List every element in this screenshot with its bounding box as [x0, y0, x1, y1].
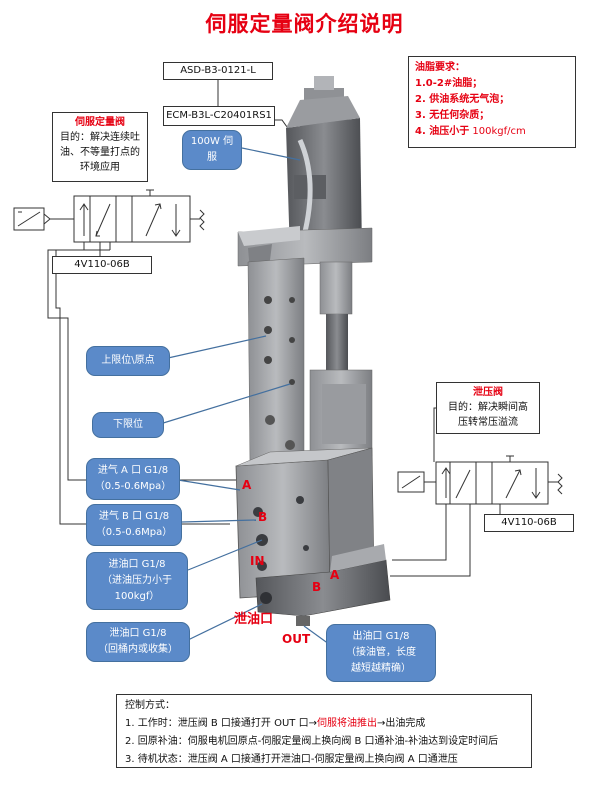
- oil-in-line3: 100kgf）: [114, 591, 160, 602]
- grease-requirements-box: 油脂要求： 1.0-2#油脂； 2. 供油系统无气泡； 3. 无任何杂质； 4.…: [408, 56, 576, 148]
- lower-limit-callout: 下限位: [92, 412, 164, 438]
- port-in-label: IN: [250, 554, 265, 568]
- driver-model-label: ASD-B3-0121-L: [180, 65, 256, 76]
- grease-item-4-prefix: 4. 油压小于: [415, 126, 470, 137]
- air-a-line1: 进气 A 口 G1/8: [97, 465, 169, 476]
- servo-valve-line1: 目的：解决连续吐: [60, 132, 140, 143]
- port-b-label: B: [258, 510, 268, 524]
- upper-limit-callout: 上限位\原点: [86, 346, 170, 376]
- control-mode-box: 控制方式： 1. 工作时：泄压阀 B 口接通打开 OUT 口→伺服将油推出→出油…: [116, 694, 532, 768]
- lower-limit-text: 下限位: [113, 419, 143, 430]
- control-line-3: 3. 待机状态：泄压阀 A 口接通打开泄油口-伺服定量阀上换向阀 A 口通泄压: [125, 754, 458, 765]
- relief-valve-line1: 目的：解决瞬间高: [448, 402, 528, 413]
- page-title: 伺服定量阀介绍说明: [205, 12, 404, 36]
- air-inlet-a-callout: 进气 A 口 G1/8 （0.5-0.6Mpa）: [86, 458, 180, 500]
- oil-out-line1: 出油口 G1/8: [352, 631, 410, 642]
- grease-heading: 油脂要求：: [415, 62, 465, 73]
- control-heading: 控制方式：: [125, 700, 175, 711]
- oil-in-line2: （进油压力小于: [102, 575, 172, 586]
- grease-item-1: 1.0-2#油脂；: [415, 78, 483, 89]
- servo-valve-heading: 伺服定量阀: [75, 117, 125, 128]
- control-line-1-suffix: →出油完成: [376, 718, 426, 729]
- grease-item-4-value: 100kgf/cm: [469, 126, 526, 137]
- port-a-label: A: [242, 478, 252, 492]
- relief-valve-box: 泄压阀 目的：解决瞬间高 压转常压溢流: [436, 382, 540, 434]
- motor-callout: 100W 伺 服: [182, 130, 242, 170]
- air-a-line2: （0.5-0.6Mpa）: [94, 481, 172, 492]
- control-line-2: 2. 回原补油：伺服电机回原点-伺服定量阀上换向阀 B 口通补油-补油达到设定时…: [125, 736, 499, 747]
- solenoid-right-model-label: 4V110-06B: [501, 517, 557, 528]
- servo-valve-box: 伺服定量阀 目的：解决连续吐 油、不等量打点的 环境应用: [52, 112, 148, 182]
- grease-item-4: 4. 油压小于 100kgf/cm: [415, 124, 569, 140]
- port-drain-label: 泄油口: [234, 612, 274, 627]
- oil-inlet-callout: 进油口 G1/8 （进油压力小于 100kgf）: [86, 552, 188, 610]
- relief-valve-heading: 泄压阀: [473, 387, 503, 398]
- relief-port-b-label: B: [312, 580, 322, 594]
- motor-callout-line1: 100W 伺: [190, 136, 234, 147]
- servo-valve-line2: 油、不等量打点的: [60, 147, 140, 158]
- servo-motor: [286, 76, 362, 255]
- oil-out-line3: 越短越精确）: [351, 663, 411, 674]
- upper-limit-text: 上限位\原点: [101, 355, 155, 366]
- control-line-1-highlight: 伺服将油推出: [316, 718, 377, 729]
- air-b-line1: 进气 B 口 G1/8: [98, 511, 170, 522]
- oil-outlet-callout: 出油口 G1/8 （接油管，长度 越短越精确）: [326, 624, 436, 682]
- oil-in-line1: 进油口 G1/8: [108, 559, 166, 570]
- air-b-line2: （0.5-0.6Mpa）: [95, 527, 173, 538]
- servo-valve-line3: 环境应用: [80, 162, 120, 173]
- solenoid-right-model-box: 4V110-06B: [484, 514, 574, 532]
- relief-port-a-label: A: [330, 568, 340, 582]
- relief-valve-line2: 压转常压溢流: [458, 417, 518, 428]
- motor-model-label: ECM-B3L-C20401RS1: [166, 110, 272, 121]
- right-solenoid-valve-symbol: [397, 455, 563, 505]
- left-solenoid-valve-symbol: [13, 189, 205, 250]
- grease-item-3: 3. 无任何杂质；: [415, 110, 490, 121]
- driver-model-box: ASD-B3-0121-L: [163, 62, 273, 80]
- motor-model-box: ECM-B3L-C20401RS1: [163, 106, 275, 126]
- oil-out-line2: （接油管，长度: [346, 647, 416, 658]
- solenoid-left-model-label: 4V110-06B: [74, 259, 130, 270]
- motor-callout-line2: 服: [207, 152, 217, 163]
- control-line-1: 1. 工作时：泄压阀 B 口接通打开 OUT 口→伺服将油推出→出油完成: [125, 715, 523, 733]
- grease-item-2: 2. 供油系统无气泡；: [415, 94, 510, 105]
- solenoid-left-model-box: 4V110-06B: [52, 256, 152, 274]
- port-out-label: OUT: [282, 632, 311, 646]
- control-line-1-prefix: 1. 工作时：泄压阀 B 口接通打开 OUT 口→: [125, 718, 317, 729]
- air-inlet-b-callout: 进气 B 口 G1/8 （0.5-0.6Mpa）: [86, 504, 182, 546]
- oil-drain-line2: （回桶内或收集）: [98, 644, 178, 655]
- oil-drain-line1: 泄油口 G1/8: [109, 628, 167, 639]
- oil-drain-callout: 泄油口 G1/8 （回桶内或收集）: [86, 622, 190, 662]
